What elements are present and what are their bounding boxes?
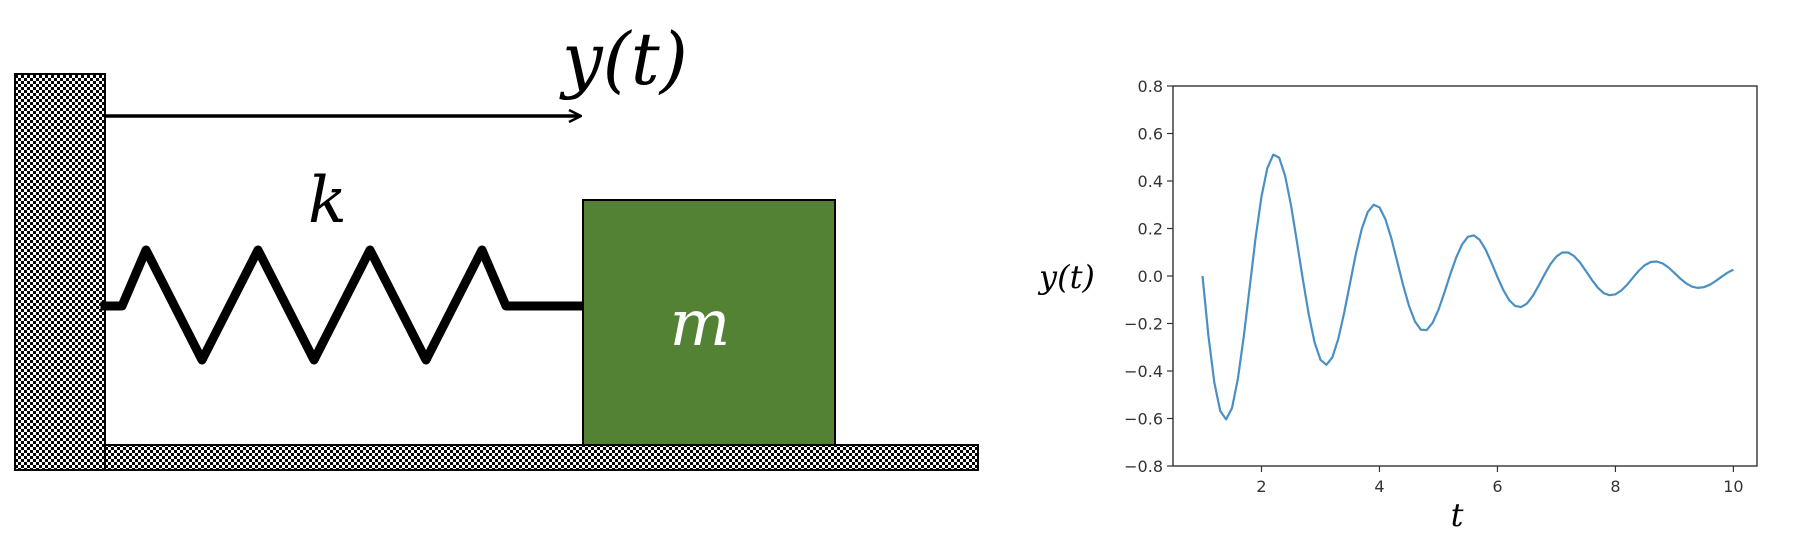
series-line xyxy=(1201,153,1734,421)
y-axis-ticks: −0.8 −0.6 −0.4 −0.2 0.0 0.2 0.4 0.6 0.8 xyxy=(1124,77,1173,476)
y-tick-label: 0.8 xyxy=(1138,77,1163,96)
spring-mass-diagram: y(t) k m xyxy=(14,17,979,471)
x-axis-label: t xyxy=(1451,496,1464,534)
wall xyxy=(14,73,106,471)
x-tick-label: 4 xyxy=(1374,477,1384,496)
y-tick-label: 0.0 xyxy=(1138,267,1163,286)
y-tick-label: 0.2 xyxy=(1138,220,1163,239)
y-tick-label: −0.2 xyxy=(1124,315,1163,334)
x-tick-label: 6 xyxy=(1492,477,1502,496)
y-axis-label: y(t) xyxy=(1037,258,1095,296)
y-tick-label: 0.6 xyxy=(1138,125,1163,144)
floor xyxy=(104,444,979,471)
mass-label: m xyxy=(670,287,731,361)
x-tick-label: 2 xyxy=(1256,477,1266,496)
x-tick-label: 10 xyxy=(1723,477,1743,496)
y-tick-label: 0.4 xyxy=(1138,172,1163,191)
spring xyxy=(100,245,590,365)
y-tick-label: −0.4 xyxy=(1124,362,1163,381)
y-tick-label: −0.6 xyxy=(1124,410,1163,429)
spring-constant-label: k xyxy=(308,164,347,238)
plot-frame xyxy=(1172,85,1758,467)
displacement-label: y(t) xyxy=(559,17,688,101)
y-tick-label: −0.8 xyxy=(1124,457,1163,476)
mass-block xyxy=(582,199,836,446)
x-axis-ticks: 2 4 6 8 10 xyxy=(1256,466,1744,496)
response-plot: −0.8 −0.6 −0.4 −0.2 0.0 0.2 0.4 0.6 0.8 2 4 6 8 10 y… xyxy=(1037,77,1758,534)
x-tick-label: 8 xyxy=(1610,477,1620,496)
